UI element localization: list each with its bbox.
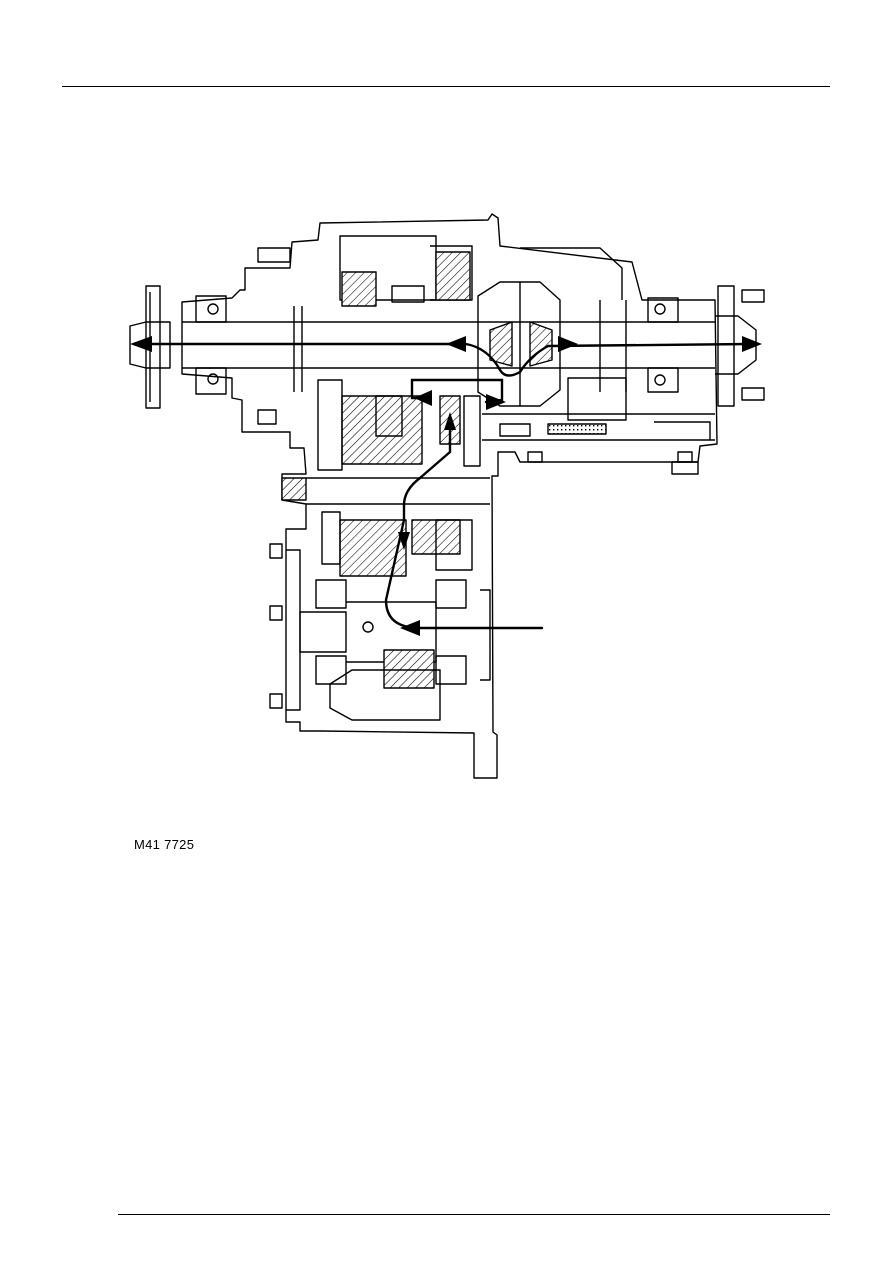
arrow-head: [130, 336, 152, 352]
figure-reference-label: M41 7725: [134, 837, 195, 852]
footer-rule: [118, 1214, 830, 1215]
power-flow-input-path: [384, 418, 544, 630]
input-shaft: [299, 611, 347, 653]
header-rule: [62, 86, 830, 87]
housing-outline: [181, 213, 718, 779]
power-flow-rear-output: [138, 342, 752, 377]
differential: [477, 281, 561, 407]
high-range-gear: [341, 271, 377, 307]
input-gear: [339, 519, 407, 577]
intermediate-gear: [341, 395, 423, 465]
